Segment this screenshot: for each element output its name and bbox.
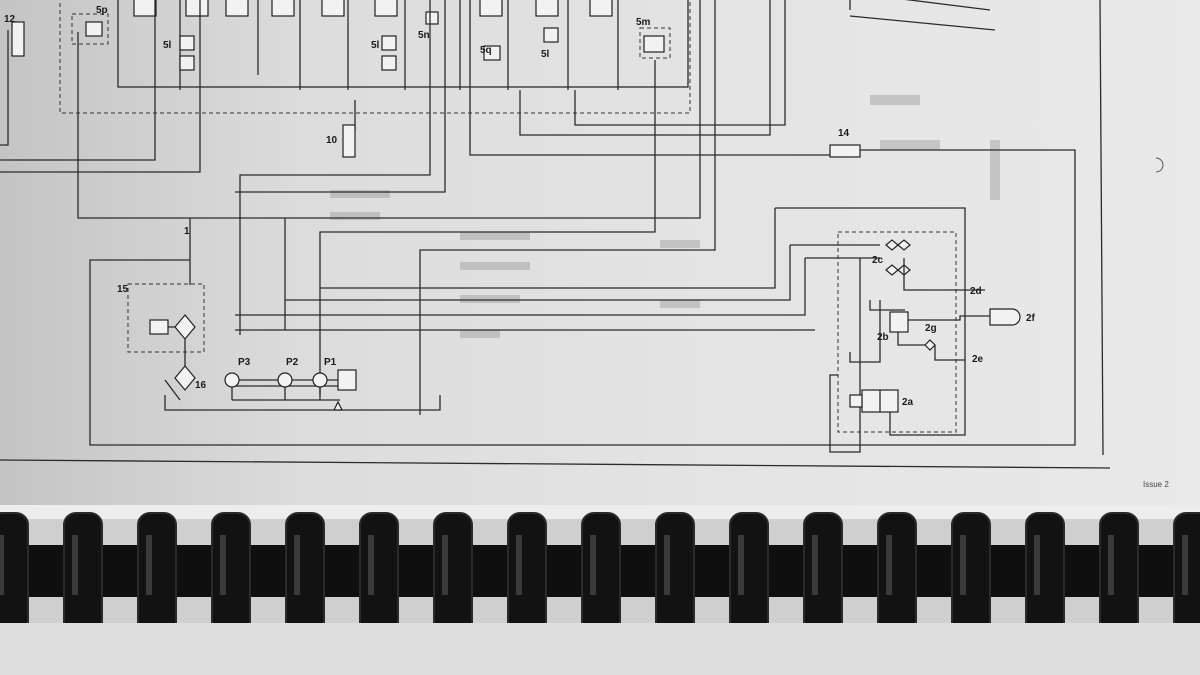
binding-ring-highlight <box>220 535 226 595</box>
label-2f: 2f <box>1026 313 1036 324</box>
binding-ring <box>951 512 991 636</box>
label-2d: 2d <box>970 286 982 297</box>
label-p2: P2 <box>286 357 299 368</box>
binding-ring <box>729 512 769 636</box>
binding-ring-highlight <box>590 535 596 595</box>
binding-ring <box>137 512 177 636</box>
binding-ring-highlight <box>368 535 374 595</box>
label-2e: 2e <box>972 354 984 365</box>
binding-ring-highlight <box>0 535 4 595</box>
binding-ring <box>655 512 695 636</box>
bleed-through-text <box>330 95 1000 338</box>
label-5l-b: 5l <box>371 40 380 51</box>
label-2b: 2b <box>877 332 889 343</box>
label-16: 16 <box>195 380 207 391</box>
label-14: 14 <box>838 128 850 139</box>
binding-ring <box>285 512 325 636</box>
label-1: 1 <box>184 226 190 237</box>
binding-ring <box>1099 512 1139 636</box>
label-12: 12 <box>4 14 16 25</box>
binding-ring-highlight <box>146 535 152 595</box>
label-p3: P3 <box>238 357 251 368</box>
page-border-right <box>1099 0 1104 456</box>
label-15: 15 <box>117 284 129 295</box>
binding-ring-highlight <box>516 535 522 595</box>
pipe-network <box>0 0 1076 446</box>
binding-ring <box>581 512 621 636</box>
issue-footnote: Issue 2 <box>1143 480 1169 489</box>
label-2a: 2a <box>902 397 914 408</box>
label-5l-c: 5l <box>541 49 550 60</box>
label-5l-a: 5l <box>163 40 172 51</box>
binding-ring-highlight <box>294 535 300 595</box>
label-10: 10 <box>326 135 338 146</box>
binding-ring <box>359 512 399 636</box>
label-5p: 5p <box>96 5 108 16</box>
binding-ring <box>803 512 843 636</box>
label-5n: 5n <box>418 30 430 41</box>
comb-binding-icon <box>0 505 1200 675</box>
punch-hole-mark <box>1155 157 1164 173</box>
binding-ring-highlight <box>738 535 744 595</box>
valve-bank <box>59 0 691 114</box>
pump-group <box>224 369 357 411</box>
label-5q: 5q <box>480 45 492 56</box>
filter-16 <box>164 365 441 411</box>
page-border-bottom <box>0 459 1111 469</box>
binding-ring-highlight <box>1108 535 1114 595</box>
label-2g: 2g <box>925 323 937 334</box>
label-5m: 5m <box>636 17 651 28</box>
label-p1: P1 <box>324 357 337 368</box>
binding-ring <box>1025 512 1065 636</box>
binding-ring-highlight <box>886 535 892 595</box>
binding-ring <box>211 512 251 636</box>
binding-ring-highlight <box>960 535 966 595</box>
binding-ring <box>877 512 917 636</box>
binding-ring <box>507 512 547 636</box>
binding-ring-highlight <box>1034 535 1040 595</box>
component-labels: 12 5p 5l 5l 5n 5q 5l 5m 10 14 1 15 16 P3… <box>4 5 1036 408</box>
valve-group-2 <box>829 231 1021 453</box>
binding-ring <box>433 512 473 636</box>
label-2c: 2c <box>872 255 884 266</box>
filter-15 <box>127 283 205 368</box>
binding-ring-highlight <box>442 535 448 595</box>
binding-ring-highlight <box>1182 535 1188 595</box>
binding-ring <box>63 512 103 636</box>
binding-ring <box>0 512 29 636</box>
binding-ring-highlight <box>812 535 818 595</box>
binding-ring-highlight <box>72 535 78 595</box>
binding-ring-highlight <box>664 535 670 595</box>
hydraulic-schematic: 12 5p 5l 5l 5n 5q 5l 5m 10 14 1 15 16 P3… <box>0 0 1169 489</box>
